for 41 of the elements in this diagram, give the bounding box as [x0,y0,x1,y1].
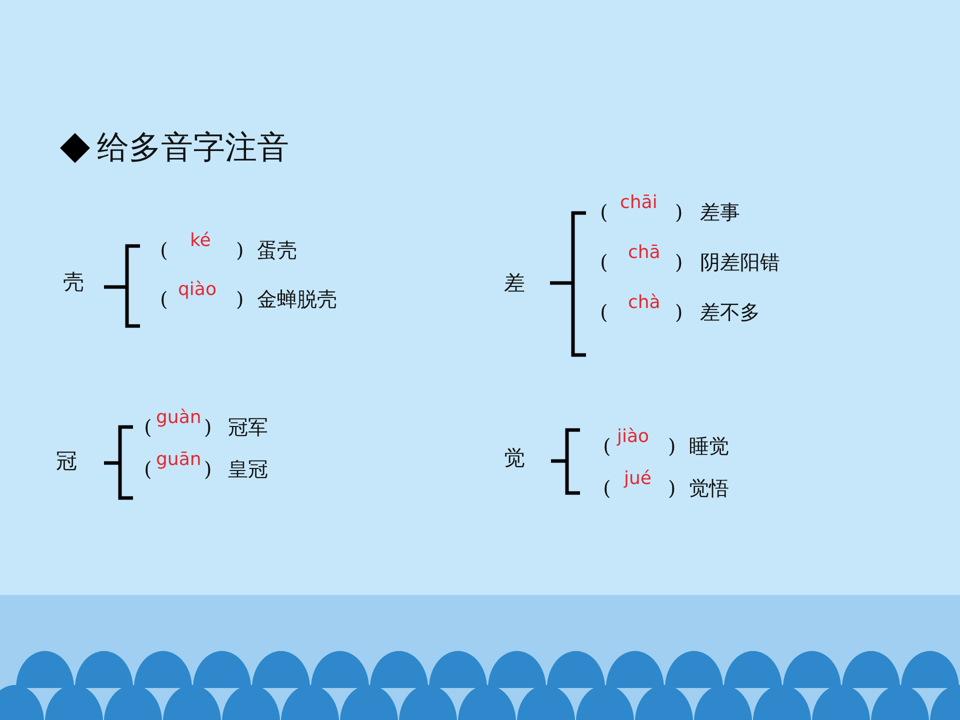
parenthesis: ( [603,478,611,498]
word-label: 差事 [700,202,740,222]
word-label: 阴差阳错 [700,252,780,272]
pinyin-label: ké [190,232,211,250]
character-label: 冠 [56,451,77,472]
parenthesis: ) [675,252,683,272]
parenthesis: ) [236,289,244,309]
pinyin-label: chà [628,294,660,312]
word-label: 冠军 [228,417,268,437]
pinyin-label: jiào [617,428,650,446]
word-label: 皇冠 [228,459,268,479]
parenthesis: ( [160,289,168,309]
parenthesis: ) [675,202,683,222]
character-label: 差 [504,273,525,294]
parenthesis: ( [600,302,608,322]
parenthesis: ) [675,302,683,322]
parenthesis: ( [600,202,608,222]
pinyin-label: guān [156,451,202,469]
character-label: 觉 [504,448,525,469]
pinyin-label: chā [628,244,660,262]
heading: 给多音字注音 [97,131,289,163]
parenthesis: ) [668,478,676,498]
parenthesis: ( [600,252,608,272]
parenthesis: ( [144,459,152,479]
character-label: 壳 [63,272,84,293]
parenthesis: ) [204,417,212,437]
word-label: 蛋壳 [257,240,297,260]
pinyin-label: jué [624,470,652,488]
pinyin-label: qiào [178,281,216,299]
parenthesis: ( [603,436,611,456]
word-label: 觉悟 [689,478,729,498]
parenthesis: ( [160,240,168,260]
word-label: 睡觉 [689,436,729,456]
parenthesis: ) [668,436,676,456]
parenthesis: ( [144,417,152,437]
pinyin-label: chāi [620,194,658,212]
parenthesis: ) [204,459,212,479]
word-label: 金蝉脱壳 [257,289,337,309]
parenthesis: ) [236,240,244,260]
word-label: 差不多 [700,302,760,322]
pinyin-label: guàn [156,409,202,427]
